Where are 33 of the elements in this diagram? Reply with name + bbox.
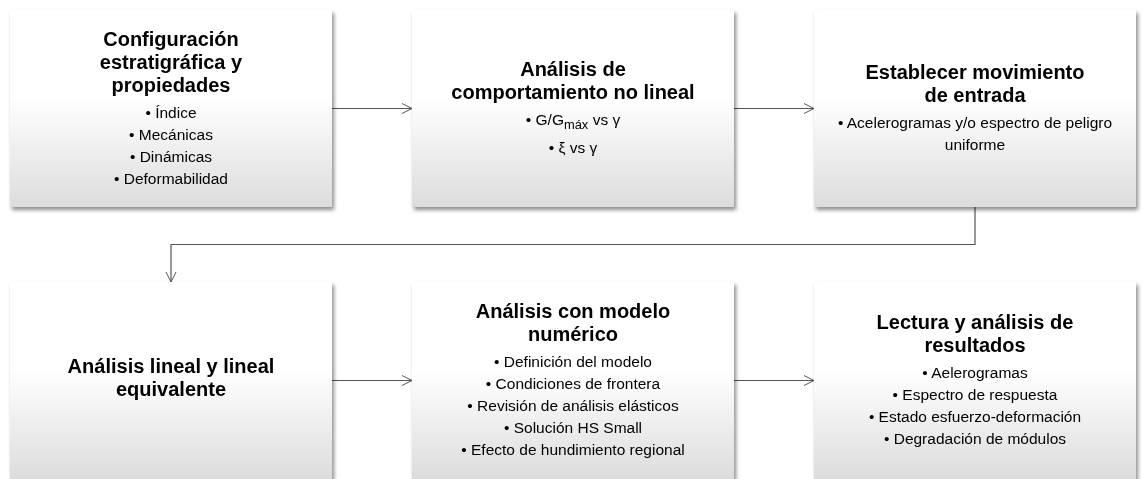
bullet-item: • Revisión de análisis elásticos xyxy=(466,396,680,416)
bullet-item: • Índice xyxy=(144,102,198,123)
step-title: Lectura y análisis de resultados xyxy=(875,311,1075,357)
process-box xyxy=(814,282,1136,479)
step-title: Configuración estratigráfica y propiedades xyxy=(98,27,244,97)
bullet-item: • Efecto de hundimiento regional xyxy=(461,440,685,460)
bullet-item: • Aelerogramas xyxy=(921,363,1029,383)
bullet-item: • Degradación de módulos xyxy=(882,429,1068,449)
bullet-item: • Condiciones de frontera xyxy=(484,374,662,394)
bullet-item: • Dinámicas xyxy=(128,146,214,167)
process-box xyxy=(412,282,734,479)
bullet-item: • Acelerogramas y/o espectro de peligro uniforme xyxy=(836,113,1114,155)
bullet-item: • ξ vs γ xyxy=(547,137,599,158)
arrow xyxy=(165,206,976,283)
bullet-item: • Mecánicas xyxy=(128,124,214,145)
bullet-item: • Deformabilidad xyxy=(114,168,228,189)
bullet-item: • Estado esfuerzo-deformación xyxy=(868,407,1082,427)
process-box xyxy=(10,282,332,479)
step-title: Análisis de comportamiento no lineal xyxy=(450,58,696,105)
process-box xyxy=(10,10,332,207)
bullet-item: • Definición del modelo xyxy=(493,352,653,372)
arrow xyxy=(733,375,815,386)
step-title: Análisis lineal y lineal equivalente xyxy=(66,355,276,401)
arrow xyxy=(733,103,815,114)
bullet-item: • G/G$_{máx}$ vs γ xyxy=(525,110,621,135)
step-title: Análisis con modelo numérico xyxy=(474,300,672,346)
arrow xyxy=(331,375,413,386)
bullet-item: • Solución HS Small xyxy=(502,418,644,438)
process-box xyxy=(412,10,734,207)
step-title: Establecer movimiento de entrada xyxy=(864,61,1086,107)
bullet-item: • Espectro de respuesta xyxy=(891,385,1059,405)
arrow xyxy=(331,103,413,114)
process-box xyxy=(814,10,1136,207)
